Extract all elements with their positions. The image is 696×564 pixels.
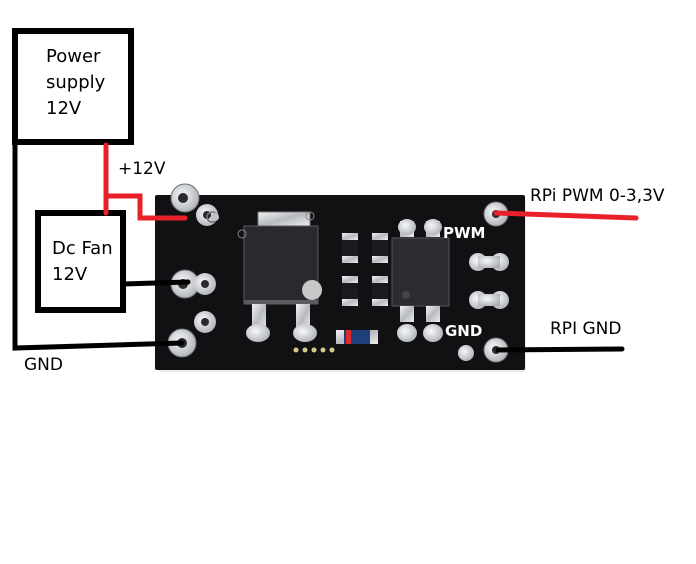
silk-gnd-label: GND	[445, 322, 483, 340]
header-dots	[293, 347, 335, 353]
silk-pwm-label: PWM	[443, 224, 486, 242]
dc-fan-box	[35, 210, 126, 313]
mosfet-transistor	[243, 211, 323, 342]
power-supply-box	[12, 28, 134, 145]
rpi-pwm-label: RPi PWM 0-3,3V	[530, 186, 665, 206]
plus12v-label: +12V	[118, 159, 166, 179]
power-supply-label: Power supply 12V	[46, 46, 106, 120]
via	[237, 229, 247, 239]
gnd-left-label: GND	[24, 355, 63, 375]
red-wires	[103, 142, 639, 221]
smd-resistors	[342, 233, 388, 306]
black-wires	[12, 139, 625, 353]
dc-fan-label: Dc Fan 12V	[52, 238, 113, 286]
optocoupler-ic	[391, 219, 450, 342]
mount-dot	[211, 213, 219, 221]
smd-diode	[336, 330, 378, 344]
via	[305, 211, 315, 221]
rpi-gnd-label: RPI GND	[550, 319, 622, 339]
left-terminal-pads	[167, 183, 218, 358]
